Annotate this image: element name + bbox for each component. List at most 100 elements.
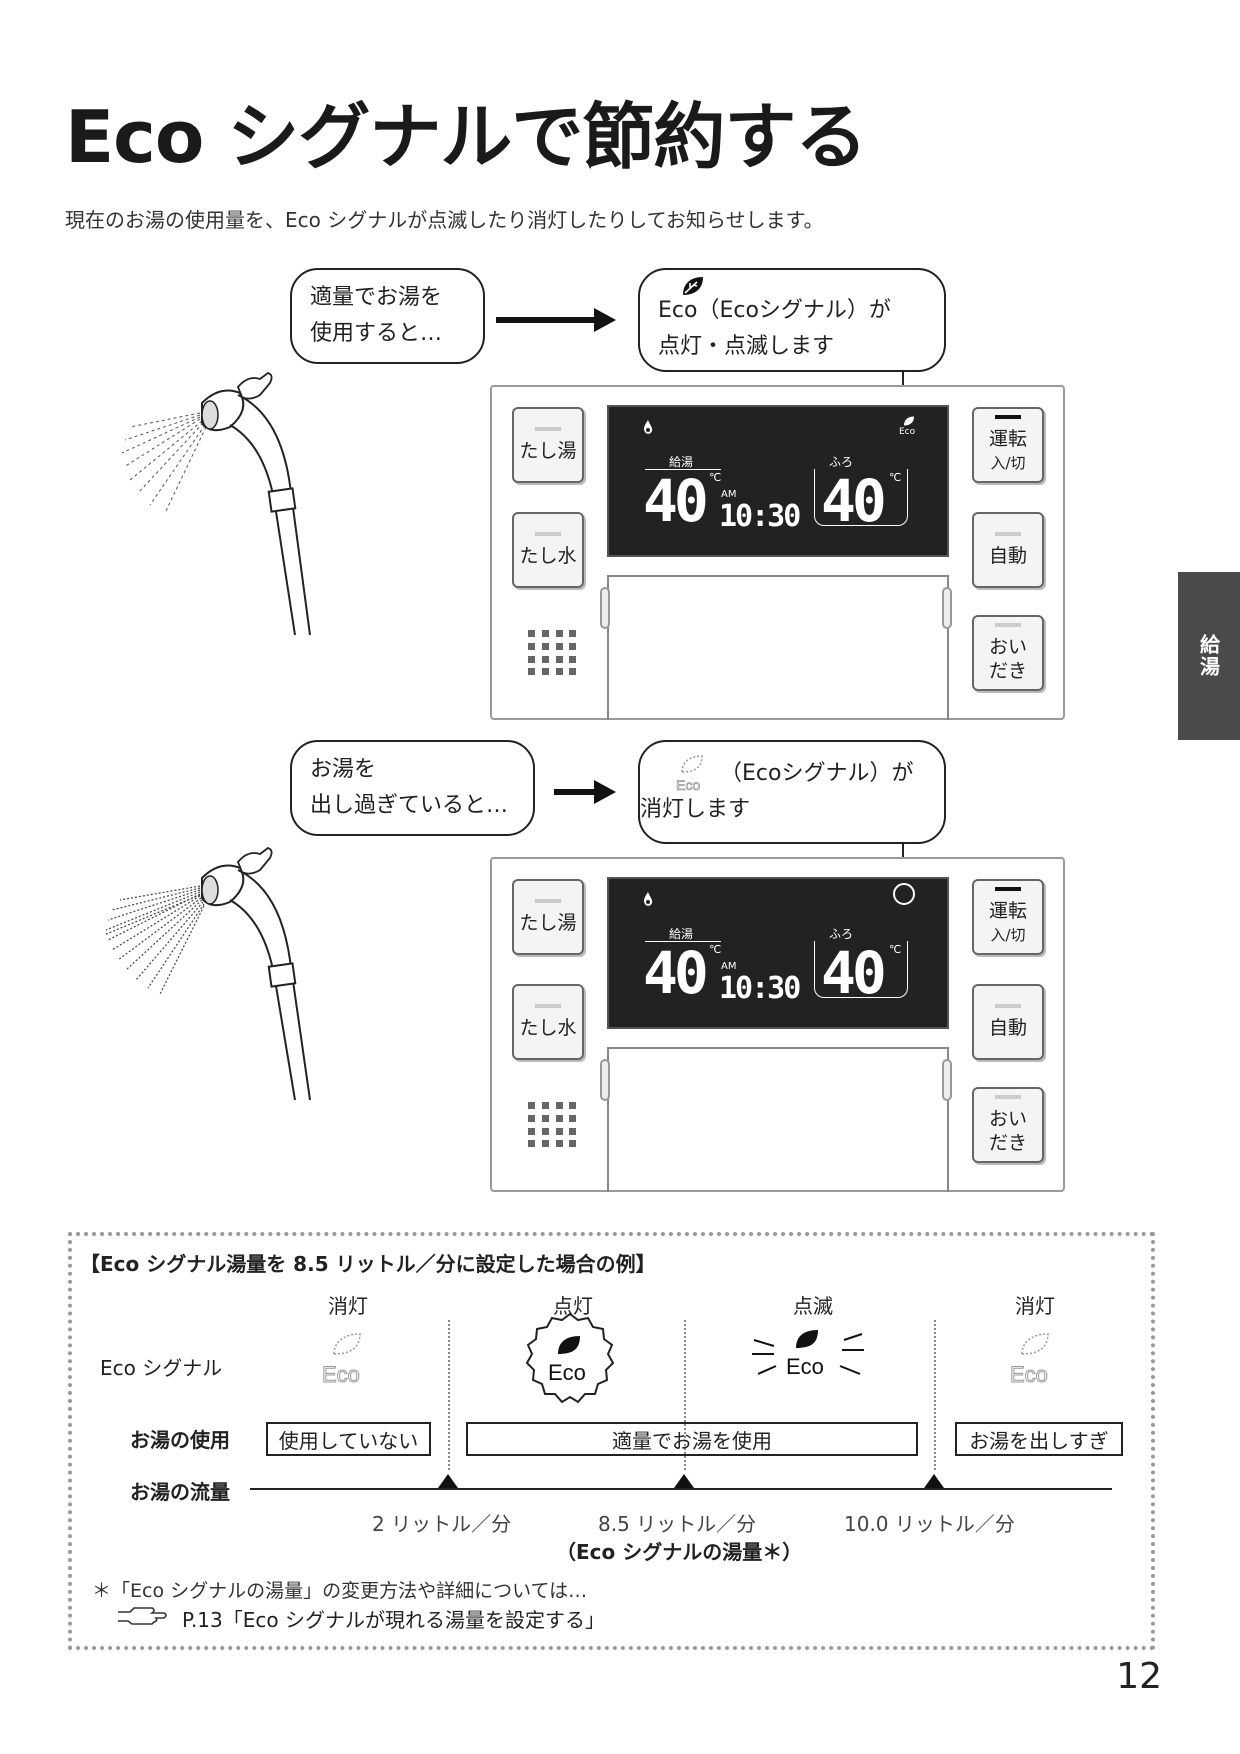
- bubble-line: 出し過ぎていると…: [310, 793, 509, 818]
- usage-label-excess: お湯を出しすぎ: [955, 1422, 1123, 1456]
- button-label: 運転: [988, 428, 1027, 450]
- tashimizu-button[interactable]: たし水: [512, 984, 584, 1060]
- tashimizu-button[interactable]: たし水: [512, 512, 584, 588]
- front-cover: [607, 1047, 949, 1192]
- row-label-usage: お湯の使用: [130, 1428, 230, 1452]
- lcd-unit: ℃: [709, 471, 722, 484]
- eco-off-icon: Eco: [676, 755, 703, 793]
- bubble-line: 適量でお湯を: [310, 285, 443, 310]
- lcd-temp-furo: 40: [821, 939, 887, 1007]
- button-label: たし湯: [519, 912, 577, 934]
- oidaki-button[interactable]: おいだき: [972, 1087, 1044, 1163]
- shower-head-icon: [103, 846, 311, 1101]
- divider: [684, 1320, 686, 1470]
- state-label: 点灯: [553, 1294, 593, 1318]
- power-button[interactable]: 運転入/切: [972, 879, 1044, 955]
- lcd-time: 10:30: [719, 971, 801, 1006]
- lcd-temp-kyuto: 40: [643, 467, 709, 535]
- lcd-furo-label: ふろ: [829, 927, 854, 941]
- scenario2-arrow: [554, 780, 616, 804]
- bubble-line: 消灯します: [640, 797, 751, 822]
- scenario2-left-bubble: お湯を 出し過ぎていると…: [290, 740, 535, 836]
- flow-note: （Eco シグナルの湯量＊）: [556, 1540, 803, 1564]
- shower-head-icon: [121, 371, 311, 635]
- tashiyu-button[interactable]: たし湯: [512, 879, 584, 955]
- scenario1-arrow: [496, 308, 616, 332]
- reference-link[interactable]: P.13「Eco シグナルが現れる湯量を設定する」: [182, 1608, 605, 1632]
- eco-leaf-icon: [904, 416, 914, 426]
- lcd-rule: [645, 941, 721, 942]
- lcd-kyuto-label: 給湯: [669, 455, 694, 469]
- cover-handle: [942, 1059, 952, 1101]
- usage-label-none: 使用していない: [266, 1422, 431, 1456]
- flow-tick-label: 10.0 リットル／分: [844, 1512, 1015, 1536]
- flame-icon: [644, 420, 653, 434]
- button-label: 自動: [988, 1017, 1027, 1039]
- button-label: おい: [988, 636, 1027, 658]
- eco-icon-text: Eco: [1010, 1362, 1048, 1387]
- cover-handle: [600, 587, 610, 629]
- eco-off-indicator: [893, 883, 915, 905]
- auto-button[interactable]: 自動: [972, 984, 1044, 1060]
- intro-text: 現在のお湯の使用量を、Eco シグナルが点滅したり消灯したりしてお知らせします。: [65, 208, 824, 232]
- lcd-ampm: AM: [721, 961, 737, 972]
- cover-handle: [942, 587, 952, 629]
- row-label-flow: お湯の流量: [130, 1480, 230, 1504]
- lcd-unit: ℃: [889, 471, 902, 484]
- eco-blink-icon: Eco: [752, 1330, 864, 1379]
- oidaki-button[interactable]: おいだき: [972, 615, 1044, 691]
- eco-icon-text: Eco: [786, 1354, 824, 1379]
- flame-icon: [644, 892, 653, 906]
- divider: [448, 1320, 450, 1470]
- flow-axis: [250, 1488, 1112, 1490]
- scenario1-left-bubble: 適量でお湯を 使用すると…: [290, 268, 485, 364]
- row-label-signal: Eco シグナル: [100, 1356, 223, 1380]
- usage-label-proper: 適量でお湯を使用: [466, 1422, 918, 1456]
- lcd-rule: [645, 469, 721, 470]
- bubble-line: お湯を: [310, 757, 377, 782]
- state-label: 消灯: [1015, 1294, 1055, 1318]
- eco-icon-text: Eco: [322, 1362, 360, 1387]
- power-button[interactable]: 運転入/切: [972, 407, 1044, 483]
- eco-icon-text: Eco: [548, 1360, 586, 1385]
- bubble-line: （Ecoシグナル）が: [720, 761, 914, 786]
- button-sublabel: 入/切: [990, 926, 1026, 944]
- button-label: たし水: [519, 1017, 577, 1039]
- divider: [934, 1320, 936, 1470]
- scenario1-right-bubble: Eco（Ecoシグナル）が 点灯・点滅します: [638, 268, 946, 372]
- eco-leaf-icon: [683, 277, 703, 295]
- example-box: [68, 1232, 1155, 1650]
- lcd-screen: Eco 給湯 40 ℃ AM 10:30 ふろ 40 ℃: [607, 405, 949, 557]
- svg-text:Eco: Eco: [676, 777, 700, 793]
- speaker-grille: [528, 630, 578, 676]
- bath-outline: [814, 469, 908, 526]
- flow-marker: [438, 1474, 458, 1488]
- bubble-line: Eco（Ecoシグナル）が: [658, 298, 891, 323]
- flow-marker: [674, 1474, 694, 1488]
- lcd-ampm: AM: [721, 489, 737, 500]
- remote-panel: たし湯 たし水 Eco 給湯 40 ℃ AM 10:30 ふろ 40 ℃ 運転入…: [490, 385, 1065, 720]
- auto-button[interactable]: 自動: [972, 512, 1044, 588]
- lcd-temp-furo: 40: [821, 467, 887, 535]
- button-label: だき: [988, 660, 1027, 682]
- state-label: 消灯: [328, 1294, 368, 1318]
- lcd-eco-label: Eco: [899, 427, 916, 437]
- eco-on-icon: Eco: [525, 1312, 615, 1404]
- pointing-hand-icon: [118, 1607, 167, 1625]
- section-tab: 給湯: [1178, 572, 1240, 740]
- bath-outline: [814, 941, 908, 998]
- tashiyu-button[interactable]: たし湯: [512, 407, 584, 483]
- button-label: だき: [988, 1132, 1027, 1154]
- lcd-unit: ℃: [709, 943, 722, 956]
- button-label: おい: [988, 1108, 1027, 1130]
- lcd-temp-kyuto: 40: [643, 939, 709, 1007]
- eco-off-icon: Eco: [322, 1333, 361, 1388]
- footnote: ＊「Eco シグナルの湯量」の変更方法や詳細については…: [92, 1580, 588, 1602]
- example-heading: 【Eco シグナル湯量を 8.5 リットル／分に設定した場合の例】: [80, 1252, 656, 1276]
- front-cover: [607, 575, 949, 720]
- lcd-time: 10:30: [719, 499, 801, 534]
- speaker-grille: [528, 1102, 578, 1148]
- lcd-kyuto-label: 給湯: [669, 927, 694, 941]
- lcd-furo-label: ふろ: [829, 455, 854, 469]
- page-number: 12: [1116, 1656, 1162, 1697]
